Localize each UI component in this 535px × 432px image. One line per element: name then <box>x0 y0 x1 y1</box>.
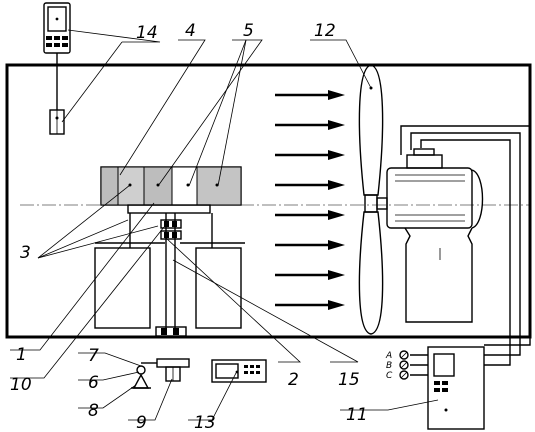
callout-6: 6 <box>88 373 99 393</box>
phase-label-b: B <box>386 361 392 371</box>
airflow-arrow <box>275 270 345 280</box>
rod-2 <box>155 213 187 337</box>
fan-12 <box>358 64 388 335</box>
callout-13: 13 <box>194 413 216 432</box>
callout-3: 3 <box>20 243 31 263</box>
airflow-arrows <box>275 90 345 310</box>
callout-5: 5 <box>243 21 254 41</box>
electric-motor <box>386 148 484 323</box>
power-cables <box>400 125 531 366</box>
callout-8: 8 <box>88 401 99 421</box>
callout-9: 9 <box>136 413 147 432</box>
callout-11: 11 <box>346 405 368 425</box>
callout-2: 2 <box>288 370 299 390</box>
leader-lines <box>10 29 439 421</box>
callout-15: 15 <box>338 370 360 390</box>
airflow-arrow <box>275 120 345 130</box>
airflow-arrow <box>275 210 345 220</box>
callout-12: 12 <box>314 21 336 41</box>
callout-7: 7 <box>88 346 99 366</box>
model-body <box>100 166 242 214</box>
sensor-14-handheld <box>43 2 71 54</box>
phase-label-a: A <box>385 351 392 361</box>
support-blocks <box>94 213 245 329</box>
airflow-arrow <box>275 180 345 190</box>
callout-14: 14 <box>136 23 158 43</box>
callout-4: 4 <box>185 21 196 41</box>
callout-10: 10 <box>10 375 32 395</box>
airflow-arrow <box>275 240 345 250</box>
meter-13 <box>211 359 267 383</box>
airflow-arrow <box>275 150 345 160</box>
airflow-arrow <box>275 90 345 100</box>
airflow-arrow <box>275 300 345 310</box>
probe-14 <box>49 53 65 135</box>
test-chamber <box>5 63 532 339</box>
phase-label-c: C <box>386 371 393 381</box>
controller-11 <box>399 346 485 430</box>
pulley-mechanism <box>131 358 190 389</box>
callout-1: 1 <box>16 345 27 365</box>
